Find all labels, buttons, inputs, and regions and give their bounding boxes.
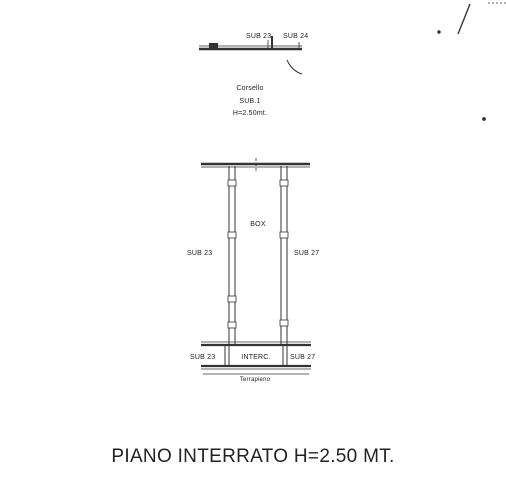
upper-sub-left-label: SUB 23 [246, 33, 272, 40]
box-right-sub-label: SUB 27 [294, 250, 320, 257]
interc-label: INTERC. [241, 354, 271, 361]
upper-wall [199, 36, 303, 75]
corridor-name-label: Corsello [236, 85, 264, 92]
corridor-height-label: H=2.50mt. [232, 110, 268, 117]
drawing-title: PIANO INTERRATO H=2.50 MT. [111, 446, 395, 467]
scan-marks [437, 2, 506, 121]
bottom-left-sub-label: SUB 23 [190, 354, 216, 361]
terrapieno-label: Terrapieno [239, 377, 271, 383]
upper-sub-right-label: SUB 24 [283, 33, 309, 40]
box-left-sub-label: SUB 23 [187, 250, 213, 257]
box-plan [201, 158, 311, 375]
box-label: BOX [250, 221, 266, 228]
corridor-sub-label: SUB.1 [239, 98, 261, 105]
bottom-right-sub-label: SUB 27 [290, 354, 316, 361]
